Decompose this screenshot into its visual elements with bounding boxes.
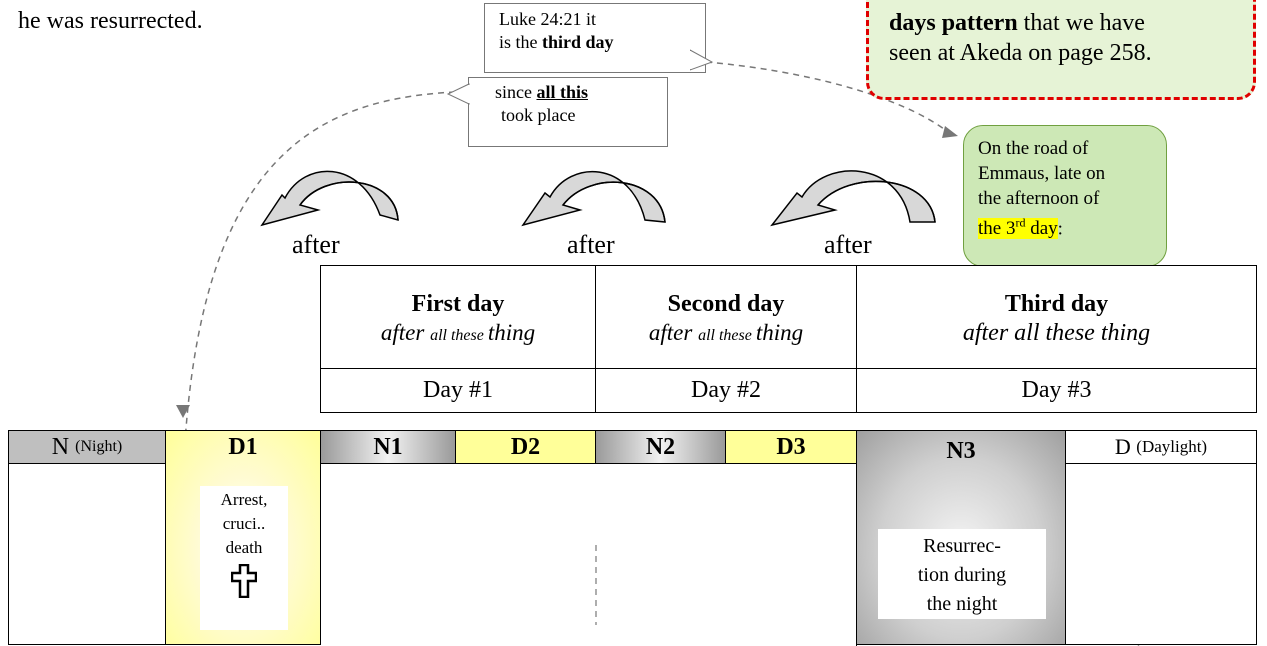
emmaus-line2: Emmaus, late on xyxy=(978,163,1106,184)
d1-event-line1: Arrest, xyxy=(220,490,268,509)
since-pre: since xyxy=(495,82,537,102)
d1-event-line3: death xyxy=(225,538,263,557)
after-label-3: after xyxy=(824,230,872,259)
pattern-note-line3: seen at Akeda on page 258. xyxy=(889,40,1152,66)
since-callout-tail xyxy=(446,83,470,105)
emmaus-line3: the afternoon of xyxy=(978,188,1100,209)
night-body xyxy=(8,463,166,645)
curved-arrow-3 xyxy=(770,170,936,227)
pattern-note-bold: days pattern xyxy=(889,10,1018,36)
daylight-body xyxy=(1065,463,1257,645)
day3-title: Third day xyxy=(1004,290,1109,317)
pattern-note: days pattern that we have seen at Akeda … xyxy=(866,0,1256,100)
night-header: N (Night) xyxy=(8,430,166,464)
luke-callout-tail xyxy=(690,49,714,71)
day2-title: Second day xyxy=(667,291,785,317)
day1-title: First day xyxy=(411,291,505,317)
n3-event-box: Resurrec- tion during the night xyxy=(878,529,1046,619)
cross-icon xyxy=(230,563,258,599)
n3-event-line1: Resurrec- xyxy=(923,535,1001,557)
dashed-arrow-to-emmaus xyxy=(705,61,949,133)
d3-cell: D3 xyxy=(725,430,857,464)
after-label-1: after xyxy=(292,230,340,259)
d1-label: D1 xyxy=(228,433,258,460)
arrowhead-to-d1 xyxy=(176,405,190,418)
emmaus-highlight: the 3rd day xyxy=(978,216,1058,240)
n1-cell: N1 xyxy=(320,430,456,464)
n3-label: N3 xyxy=(946,437,976,464)
luke-line1: Luke 24:21 it xyxy=(499,9,596,29)
since-bold: all this xyxy=(536,82,588,102)
curved-arrow-1 xyxy=(260,170,399,227)
day-header-3: Third day after all these thing xyxy=(856,265,1257,369)
day-number-2: Day #2 xyxy=(595,368,857,413)
day-header-1: First day after all these thing xyxy=(320,265,596,369)
curved-arrow-2 xyxy=(521,170,666,227)
d1-event-box: Arrest, cruci.. death xyxy=(200,486,288,630)
since-line2: took place xyxy=(501,105,576,125)
pattern-note-text: that we have xyxy=(1017,10,1145,36)
since-callout: since all this took place xyxy=(468,77,668,147)
after-label-2: after xyxy=(567,230,615,259)
luke-line2-bold: third day xyxy=(542,32,614,52)
n3-event-line3: the night xyxy=(926,593,998,615)
emmaus-note: On the road of Emmaus, late on the after… xyxy=(963,125,1167,267)
middle-body xyxy=(320,463,857,646)
luke-callout: Luke 24:21 it is the third day xyxy=(484,3,706,73)
luke-line2-pre: is the xyxy=(499,32,542,52)
day-header-2: Second day after all these thing xyxy=(595,265,857,369)
emmaus-line1: On the road of xyxy=(978,138,1089,159)
n3-event-line2: tion during xyxy=(917,564,1007,586)
intro-text: he was resurrected. xyxy=(18,8,203,34)
day-number-1: Day #1 xyxy=(320,368,596,413)
arrowhead-to-emmaus xyxy=(942,126,958,138)
d1-event-line2: cruci.. xyxy=(222,514,266,533)
day-number-3: Day #3 xyxy=(856,368,1257,413)
n2-cell: N2 xyxy=(595,430,726,464)
daylight-header: D (Daylight) xyxy=(1065,430,1257,464)
d2-cell: D2 xyxy=(455,430,596,464)
